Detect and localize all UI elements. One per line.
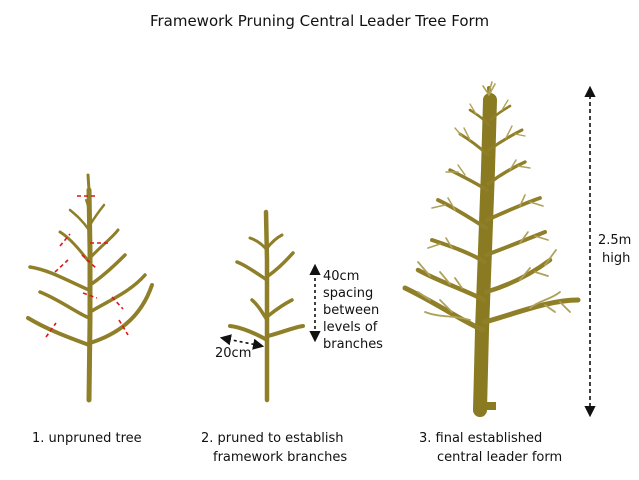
unpruned-tree xyxy=(26,173,154,403)
spacing-label-line4: levels of xyxy=(323,320,378,335)
spacing-label-line2: spacing xyxy=(323,286,374,301)
spacing-label-line1: 40cm xyxy=(323,269,360,284)
caption-established-line2: central leader form xyxy=(437,450,563,465)
height-label-line1: 2.5m xyxy=(598,233,632,248)
caption-pruned-line1: 2. pruned to establish xyxy=(201,431,344,446)
caption-established-line1: 3. final established xyxy=(419,431,543,446)
pruned-tree xyxy=(228,209,305,403)
branch-width-arrow xyxy=(219,334,265,350)
height-label-line2: high xyxy=(602,251,631,266)
spacing-label-line5: branches xyxy=(323,337,383,352)
diagram-title: Framework Pruning Central Leader Tree Fo… xyxy=(149,12,490,30)
pruning-cut-marks xyxy=(45,195,129,338)
established-tree xyxy=(402,81,581,417)
spacing-label-line3: between xyxy=(323,303,380,318)
branch-width-label: 20cm xyxy=(215,346,252,361)
caption-pruned-line2: framework branches xyxy=(213,450,348,465)
caption-unpruned: 1. unpruned tree xyxy=(32,431,142,446)
